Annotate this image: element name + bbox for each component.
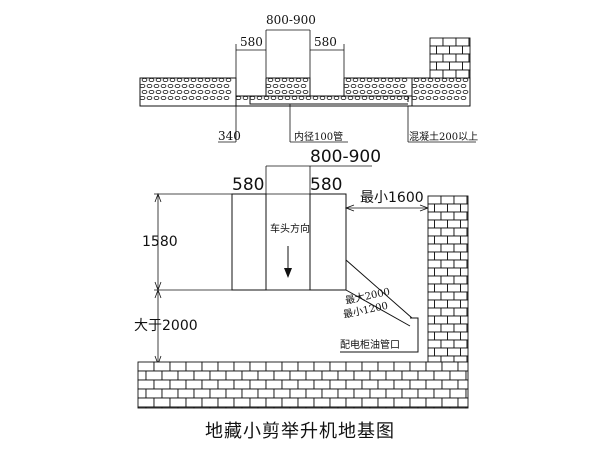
top-dim-580-right: 580 bbox=[314, 35, 337, 49]
conduit-trench bbox=[345, 258, 413, 319]
right-brick-wall bbox=[427, 195, 469, 363]
plan-min-1600: 最小1600 bbox=[360, 190, 424, 206]
buried-pipe bbox=[249, 96, 408, 105]
section-view: 800-900 580 580 340 内径100管 混凝土200以上 bbox=[139, 13, 478, 143]
direction-label: 车头方向 bbox=[270, 222, 310, 235]
top-brick-wall bbox=[429, 37, 471, 79]
drawing-title: 地藏小剪举升机地基图 bbox=[205, 421, 395, 442]
top-concrete-label: 混凝土200以上 bbox=[409, 130, 478, 143]
plan-dim-800-900: 800-900 bbox=[310, 147, 381, 167]
top-dim-800-900: 800-900 bbox=[266, 13, 316, 27]
plan-dim-gt-2000: 大于2000 bbox=[134, 318, 198, 334]
pipe-outlet-leader bbox=[340, 317, 419, 353]
top-pipe-label: 内径100管 bbox=[294, 130, 343, 143]
plan-dim-1580: 1580 bbox=[142, 234, 178, 250]
top-dim-580-left: 580 bbox=[240, 35, 263, 49]
top-dim-340: 340 bbox=[218, 129, 241, 143]
plan-pipe-label: 配电柜油管口 bbox=[340, 338, 400, 351]
left-pit bbox=[231, 193, 267, 291]
plan-dim-580-left: 580 bbox=[232, 175, 264, 195]
concrete-slab bbox=[139, 77, 471, 107]
right-pit bbox=[309, 193, 347, 291]
plan-view: 800-900 580 580 车头方向 1580 大于2000 最小1600 … bbox=[134, 147, 469, 409]
plan-dim-580-right: 580 bbox=[310, 175, 342, 195]
conduit-trench-lower bbox=[345, 289, 411, 327]
direction-arrow-icon bbox=[284, 268, 292, 278]
base-brick-wall bbox=[137, 361, 469, 409]
